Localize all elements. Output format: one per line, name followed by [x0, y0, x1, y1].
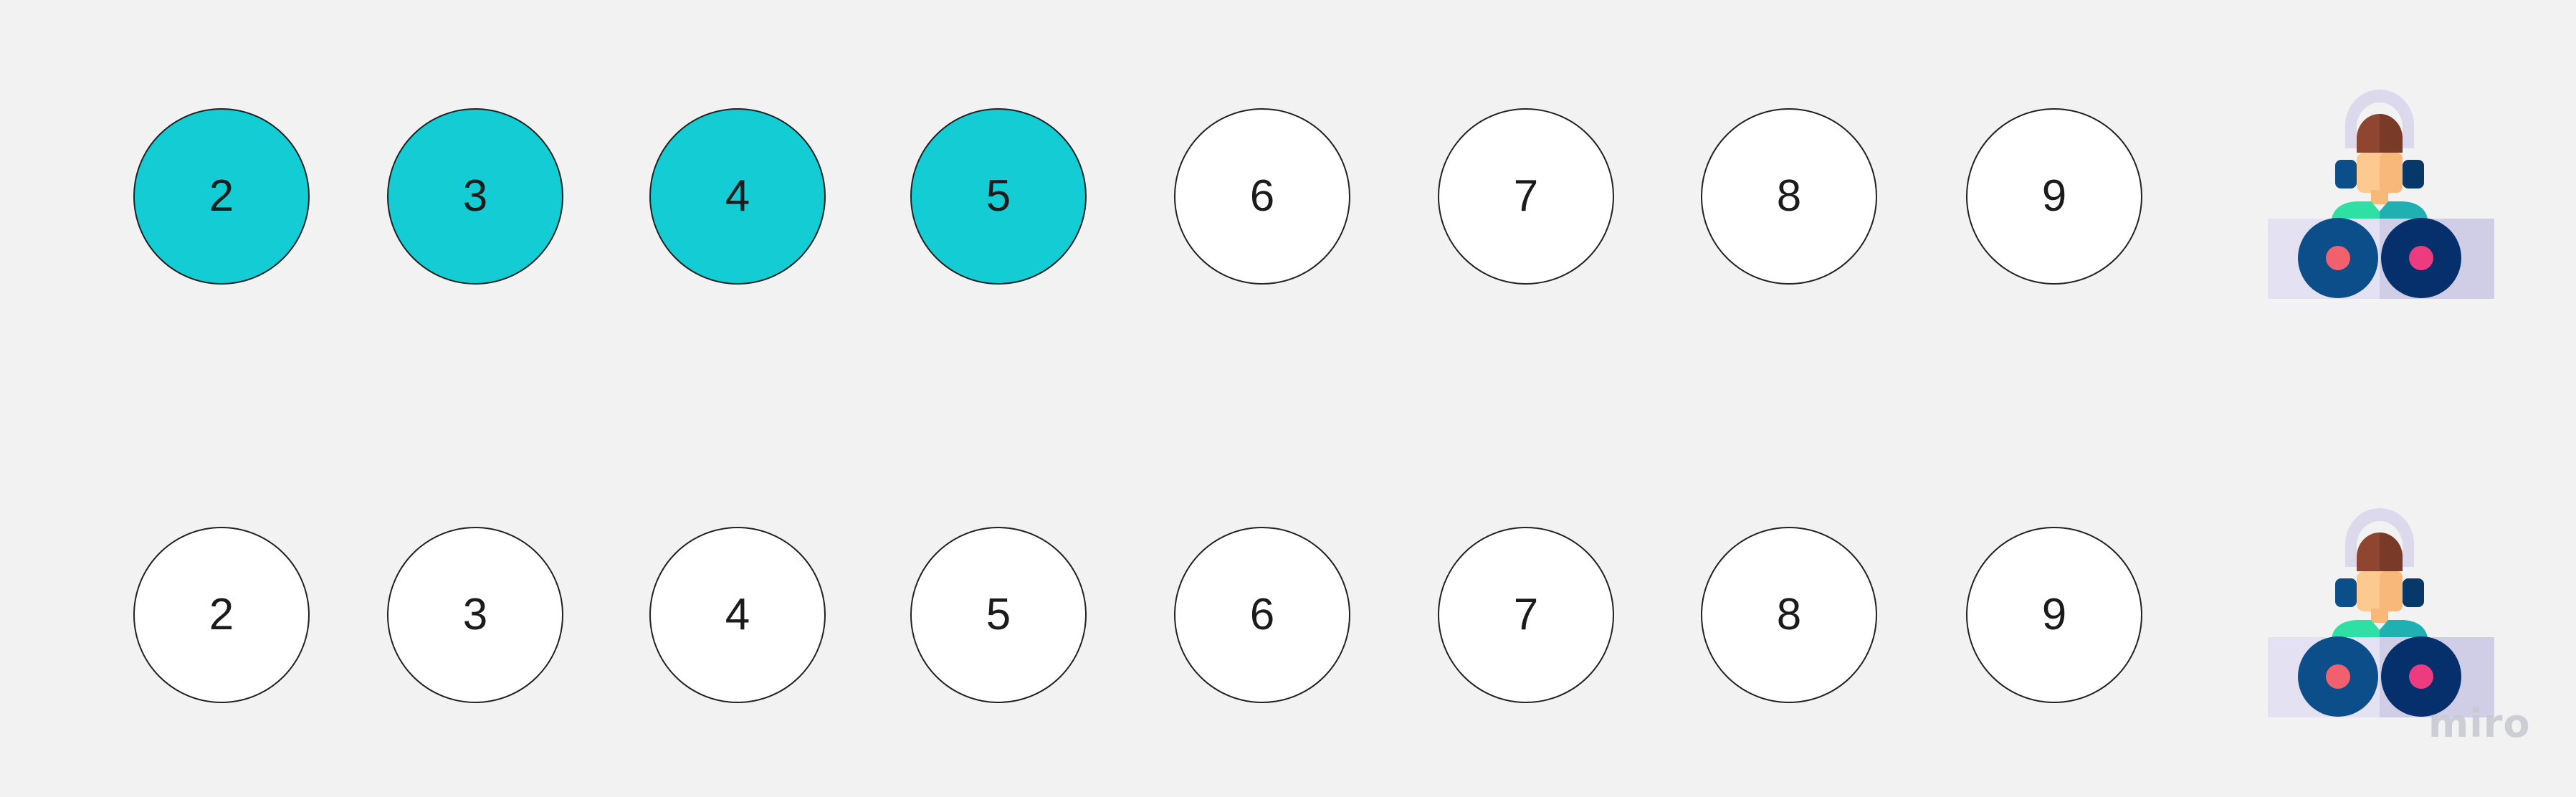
number-circle[interactable]: 4: [649, 108, 826, 285]
number-circle[interactable]: 2: [133, 527, 310, 703]
miro-watermark: miro: [2428, 701, 2531, 746]
dj-with-turntables-icon[interactable]: [2265, 82, 2494, 313]
number-circle[interactable]: 6: [1174, 108, 1350, 285]
number-circle[interactable]: 3: [387, 527, 563, 703]
number-circle[interactable]: 9: [1966, 108, 2142, 285]
number-circle[interactable]: 8: [1701, 527, 1877, 703]
number-circle[interactable]: 3: [387, 108, 563, 285]
circle-row-bottom: 2 3 4 5 6 7 8 9: [0, 508, 2576, 717]
number-circle[interactable]: 7: [1438, 108, 1614, 285]
number-circle[interactable]: 4: [649, 527, 826, 703]
number-circle[interactable]: 6: [1174, 527, 1350, 703]
number-circle[interactable]: 9: [1966, 527, 2142, 703]
number-circle[interactable]: 8: [1701, 108, 1877, 285]
dj-with-turntables-icon[interactable]: [2265, 501, 2494, 732]
number-circle[interactable]: 5: [910, 527, 1087, 703]
number-circle[interactable]: 2: [133, 108, 310, 285]
circle-row-top: 2 3 4 5 6 7 8 9: [0, 90, 2576, 299]
number-circle[interactable]: 5: [910, 108, 1087, 285]
number-circle[interactable]: 7: [1438, 527, 1614, 703]
